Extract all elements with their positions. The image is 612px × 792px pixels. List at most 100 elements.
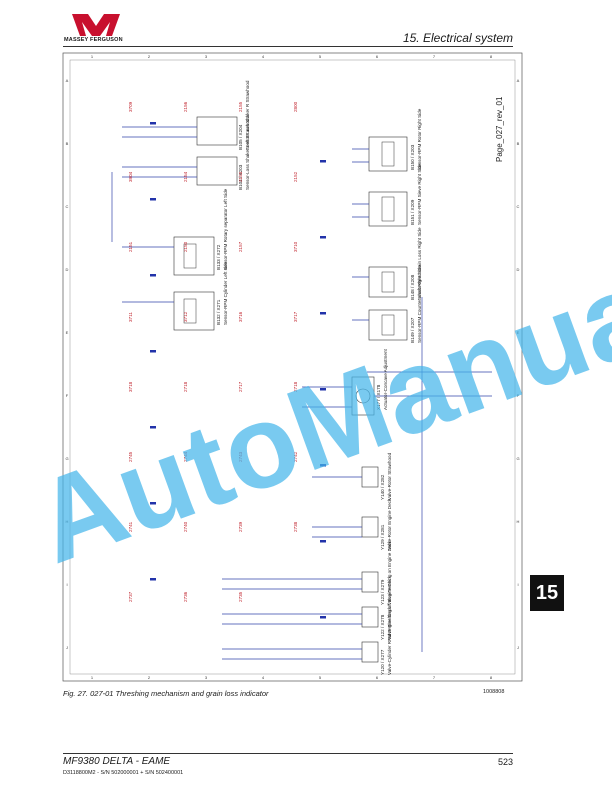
wire-id: 2739 [238, 521, 243, 532]
component-desc: Sensor-RPM Rotor Right Side [417, 108, 422, 170]
component-ref: B104 / X203 [238, 164, 243, 190]
component-ref: B150 / X203 [410, 144, 415, 170]
border-number-7-bottom: 7 [433, 675, 436, 680]
wire-id: 2154 [183, 171, 188, 182]
connector-pin [320, 236, 326, 239]
model-name: MF9380 DELTA - EAME [63, 756, 171, 767]
sensor-b105 [122, 116, 238, 146]
border-letter-H-left: H [66, 519, 69, 524]
border-number-8-top: 8 [490, 54, 493, 59]
border-number-4-top: 4 [262, 54, 265, 59]
wire-id: 2150 [183, 241, 188, 252]
component-desc: Valve-Rotor Engine Deck [387, 498, 392, 550]
component-desc: Valve-Rotor Strawhood [387, 452, 392, 500]
wire-id: 2152 [293, 171, 298, 182]
sensor-b133 [122, 236, 215, 276]
massey-ferguson-logo [72, 14, 120, 36]
wire-id: 2718 [293, 381, 298, 392]
component-desc: Sensor-Feed Grain Loss Right Side [417, 227, 422, 300]
wire-id: 3709 [128, 101, 133, 112]
border-letter-D-left: D [66, 267, 69, 272]
component-desc: Valve-Treshing on Engine Deck [387, 540, 392, 605]
wire-id: 2155 [238, 101, 243, 112]
chapter-tab[interactable]: 15 [530, 575, 564, 611]
component-desc: Sensor-RPM Cylinder Left side [223, 261, 228, 325]
border-letter-B-right: B [517, 141, 520, 146]
component-ref: Y140 / X282 [380, 474, 385, 500]
border-letter-E-left: E [66, 330, 69, 335]
wire-id: 3718 [128, 381, 133, 392]
component-ref: Y120 / X277 [380, 649, 385, 675]
wire-id: 2153 [238, 171, 243, 182]
border-letter-J-left: J [66, 645, 68, 650]
border-number-5-bottom: 5 [319, 675, 322, 680]
footer-rule [63, 753, 513, 754]
wire-id: 2745 [128, 451, 133, 462]
connector-pin [320, 388, 326, 391]
connector-pin [320, 540, 326, 543]
wire-id: 2737 [128, 591, 133, 602]
component-desc: Valve-Treshing off Engine Deck [387, 575, 392, 640]
border-number-5-top: 5 [319, 54, 322, 59]
component-desc: Sensor-RPM Rotary separator Left Side [223, 188, 228, 270]
border-number-2-top: 2 [148, 54, 151, 59]
border-letter-J-right: J [517, 645, 519, 650]
header-rule [63, 46, 513, 47]
connector-pin [150, 122, 156, 125]
component-ref: Y129 / X281 [380, 524, 385, 550]
wire-id: 2742 [293, 451, 298, 462]
border-number-3-top: 3 [205, 54, 208, 59]
border-number-1-top: 1 [91, 54, 94, 59]
wire-id: 2717 [238, 381, 243, 392]
sensor-b104 [122, 156, 238, 186]
component-ref: B132 / X271 [216, 299, 221, 325]
border-letter-D-right: D [517, 267, 520, 272]
connector-pin [150, 350, 156, 353]
component-ref: Y122 / X278 [380, 614, 385, 640]
component-desc: Sensor-RPM Sieve Right Side [417, 163, 422, 225]
component-desc: Actuator-Concave Adjustment [383, 349, 388, 410]
component-ref: B148 / X208 [410, 274, 415, 300]
connector-pin [150, 198, 156, 201]
wire-id: 3712 [183, 311, 188, 322]
section-title: 15. Electrical system [402, 31, 513, 45]
sensor-b132 [122, 291, 215, 331]
border-letter-I-left: I [66, 582, 67, 587]
figure-caption: Fig. 27. 027-01 Threshing mechanism and … [63, 689, 269, 698]
border-letter-F-left: F [66, 393, 69, 398]
component-ref: Y123 / X279 [380, 579, 385, 605]
wire-id: 2740 [183, 521, 188, 532]
wire-id: 2736 [183, 591, 188, 602]
component-ref: B133 / X272 [216, 244, 221, 270]
sensor-b151 [352, 191, 408, 227]
border-number-4-bottom: 4 [262, 675, 265, 680]
border-number-8-bottom: 8 [490, 675, 493, 680]
border-letter-A-right: A [517, 78, 520, 83]
border-number-2-bottom: 2 [148, 675, 151, 680]
wire-id: 3717 [293, 311, 298, 322]
sensor-b149 [352, 309, 408, 341]
border-letter-G-right: G [516, 456, 519, 461]
page-ref: Page_027_rev_01 [495, 96, 504, 162]
wire-id: 2744 [183, 451, 188, 462]
border-number-6-bottom: 6 [376, 675, 379, 680]
wire-id: 2156 [183, 101, 188, 112]
border-letter-C-left: C [66, 204, 69, 209]
wire-id: 3710 [293, 241, 298, 252]
border-letter-A-left: A [66, 78, 69, 83]
wire-id: 2735 [238, 591, 243, 602]
component-desc: Sensor-Loss Shaker Left Strawhood [245, 116, 250, 190]
wire-id: 2800 [293, 101, 298, 112]
valve-y120 [222, 641, 379, 663]
sensor-b148 [352, 266, 408, 298]
connector-pin [150, 274, 156, 277]
border-number-6-top: 6 [376, 54, 379, 59]
component-desc: Sensor-RPM Counter shaft Right Side [417, 265, 422, 343]
wire-id: 2718 [183, 381, 188, 392]
actuator-x177 [302, 376, 492, 416]
wire-id: 3711 [128, 312, 133, 322]
connector-pin [320, 616, 326, 619]
border-number-7-top: 7 [433, 54, 436, 59]
border-letter-F-right: F [517, 393, 520, 398]
